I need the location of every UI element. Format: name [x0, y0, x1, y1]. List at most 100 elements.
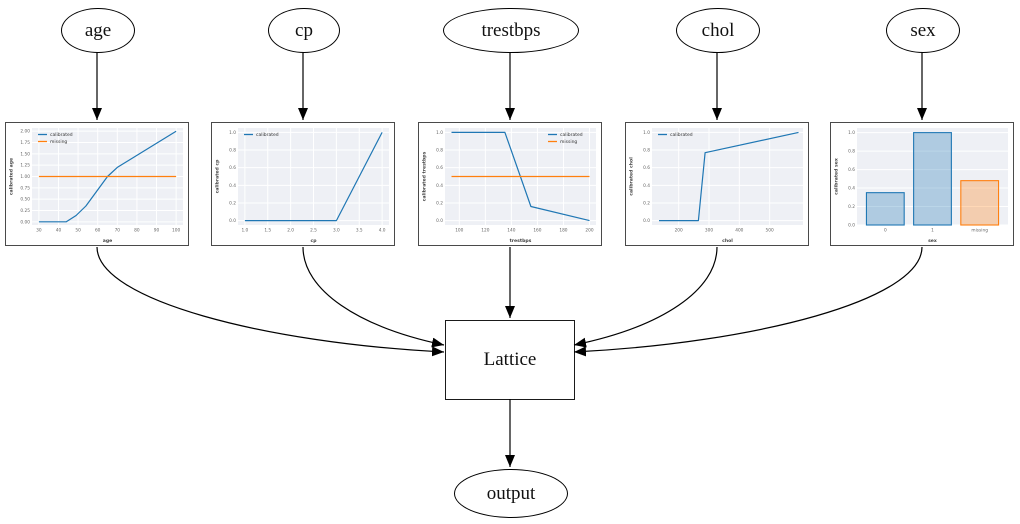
- input-node-age-label: age: [84, 19, 112, 41]
- calibration-chart-trestbps: 0.0 0.2 0.4 0.6 0.8 1.0 100 120 140 160 180 200 tres…: [422, 128, 596, 244]
- svg-text:1.0: 1.0: [848, 130, 855, 136]
- svg-text:0.25: 0.25: [20, 208, 30, 214]
- input-node-trestbps: trestbps: [443, 8, 579, 53]
- input-node-trestbps-label: trestbps: [481, 19, 541, 41]
- svg-text:2.5: 2.5: [310, 228, 317, 234]
- lattice-node-label: Lattice: [483, 349, 537, 370]
- input-node-cp-label: cp: [295, 19, 313, 41]
- edge-age-to-lattice: [96, 246, 445, 357]
- svg-text:0.0: 0.0: [436, 218, 443, 224]
- svg-text:90: 90: [154, 228, 160, 234]
- svg-text:0.2: 0.2: [848, 204, 855, 210]
- svg-text:200: 200: [585, 228, 593, 234]
- svg-text:160: 160: [533, 228, 541, 234]
- svg-text:0.00: 0.00: [20, 219, 30, 225]
- svg-text:1.75: 1.75: [20, 140, 30, 146]
- svg-text:70: 70: [115, 228, 121, 234]
- svg-text:missing: missing: [560, 139, 577, 145]
- svg-text:3.0: 3.0: [333, 228, 340, 234]
- svg-text:180: 180: [559, 228, 567, 234]
- svg-text:140: 140: [507, 228, 515, 234]
- svg-text:60: 60: [95, 228, 101, 234]
- svg-text:0.8: 0.8: [229, 148, 236, 154]
- svg-text:0.0: 0.0: [229, 218, 236, 224]
- svg-text:calibrated: calibrated: [50, 132, 73, 138]
- svg-text:40: 40: [56, 228, 62, 234]
- lattice-node: Lattice: [445, 320, 575, 400]
- svg-text:calibrated sex: calibrated sex: [834, 158, 840, 195]
- svg-text:calibrated chol: calibrated chol: [629, 157, 635, 196]
- input-node-chol: chol: [676, 8, 760, 53]
- svg-text:2.0: 2.0: [287, 228, 294, 234]
- svg-text:calibrated: calibrated: [256, 132, 279, 138]
- svg-text:1.50: 1.50: [20, 151, 30, 157]
- svg-text:calibrated cp: calibrated cp: [215, 159, 221, 194]
- svg-text:trestbps: trestbps: [510, 238, 532, 244]
- svg-text:0.6: 0.6: [643, 165, 650, 171]
- svg-text:0.0: 0.0: [643, 218, 650, 224]
- svg-text:0.6: 0.6: [436, 165, 443, 171]
- svg-text:0.8: 0.8: [436, 148, 443, 154]
- svg-text:200: 200: [675, 228, 683, 234]
- svg-text:4.0: 4.0: [379, 228, 386, 234]
- input-node-age: age: [61, 8, 135, 53]
- svg-text:1.0: 1.0: [436, 130, 443, 136]
- svg-text:calibrated age: calibrated age: [9, 158, 15, 195]
- svg-text:0.4: 0.4: [643, 183, 650, 189]
- svg-text:0.2: 0.2: [436, 200, 443, 206]
- svg-text:1.0: 1.0: [241, 228, 248, 234]
- svg-text:300: 300: [705, 228, 713, 234]
- svg-text:2.00: 2.00: [20, 129, 30, 135]
- svg-text:0.4: 0.4: [848, 186, 855, 192]
- svg-text:calibrated trestbps: calibrated trestbps: [422, 151, 428, 201]
- svg-text:calibrated: calibrated: [670, 132, 693, 138]
- svg-text:0.4: 0.4: [229, 183, 236, 189]
- svg-text:0.2: 0.2: [643, 200, 650, 206]
- input-node-cp: cp: [268, 8, 340, 53]
- svg-text:120: 120: [481, 228, 489, 234]
- svg-text:cp: cp: [310, 239, 317, 244]
- svg-text:1.25: 1.25: [20, 163, 30, 169]
- svg-text:calibrated: calibrated: [560, 132, 583, 138]
- svg-text:1.5: 1.5: [264, 228, 271, 234]
- input-node-sex: sex: [886, 8, 960, 53]
- svg-text:500: 500: [766, 228, 774, 234]
- svg-text:missing: missing: [50, 139, 67, 145]
- svg-text:missing: missing: [971, 228, 988, 234]
- edge-sex-to-lattice: [573, 246, 923, 357]
- svg-text:50: 50: [75, 228, 81, 234]
- edge-cp-to-lattice: [302, 246, 445, 348]
- svg-text:1: 1: [931, 228, 934, 234]
- svg-text:3.5: 3.5: [356, 228, 363, 234]
- svg-text:100: 100: [172, 228, 180, 234]
- svg-text:0.75: 0.75: [20, 185, 30, 191]
- svg-text:30: 30: [36, 228, 42, 234]
- svg-text:400: 400: [735, 228, 743, 234]
- svg-text:1.0: 1.0: [229, 130, 236, 136]
- svg-text:80: 80: [134, 228, 140, 234]
- svg-text:0.6: 0.6: [229, 165, 236, 171]
- svg-text:sex: sex: [928, 239, 937, 244]
- svg-text:0.4: 0.4: [436, 183, 443, 189]
- svg-text:0.50: 0.50: [20, 197, 30, 203]
- calibration-plot-trestbps: 0.0 0.2 0.4 0.6 0.8 1.0 100 120 140 160 180 200 tres…: [418, 122, 602, 246]
- svg-text:100: 100: [455, 228, 463, 234]
- svg-text:age: age: [103, 239, 113, 244]
- svg-text:0.8: 0.8: [848, 149, 855, 155]
- svg-text:0: 0: [884, 228, 887, 234]
- edge-chol-to-lattice: [573, 246, 718, 348]
- output-node-label: output: [486, 482, 536, 504]
- svg-text:1.0: 1.0: [643, 130, 650, 136]
- input-node-sex-label: sex: [910, 19, 936, 41]
- input-node-chol-label: chol: [701, 19, 735, 41]
